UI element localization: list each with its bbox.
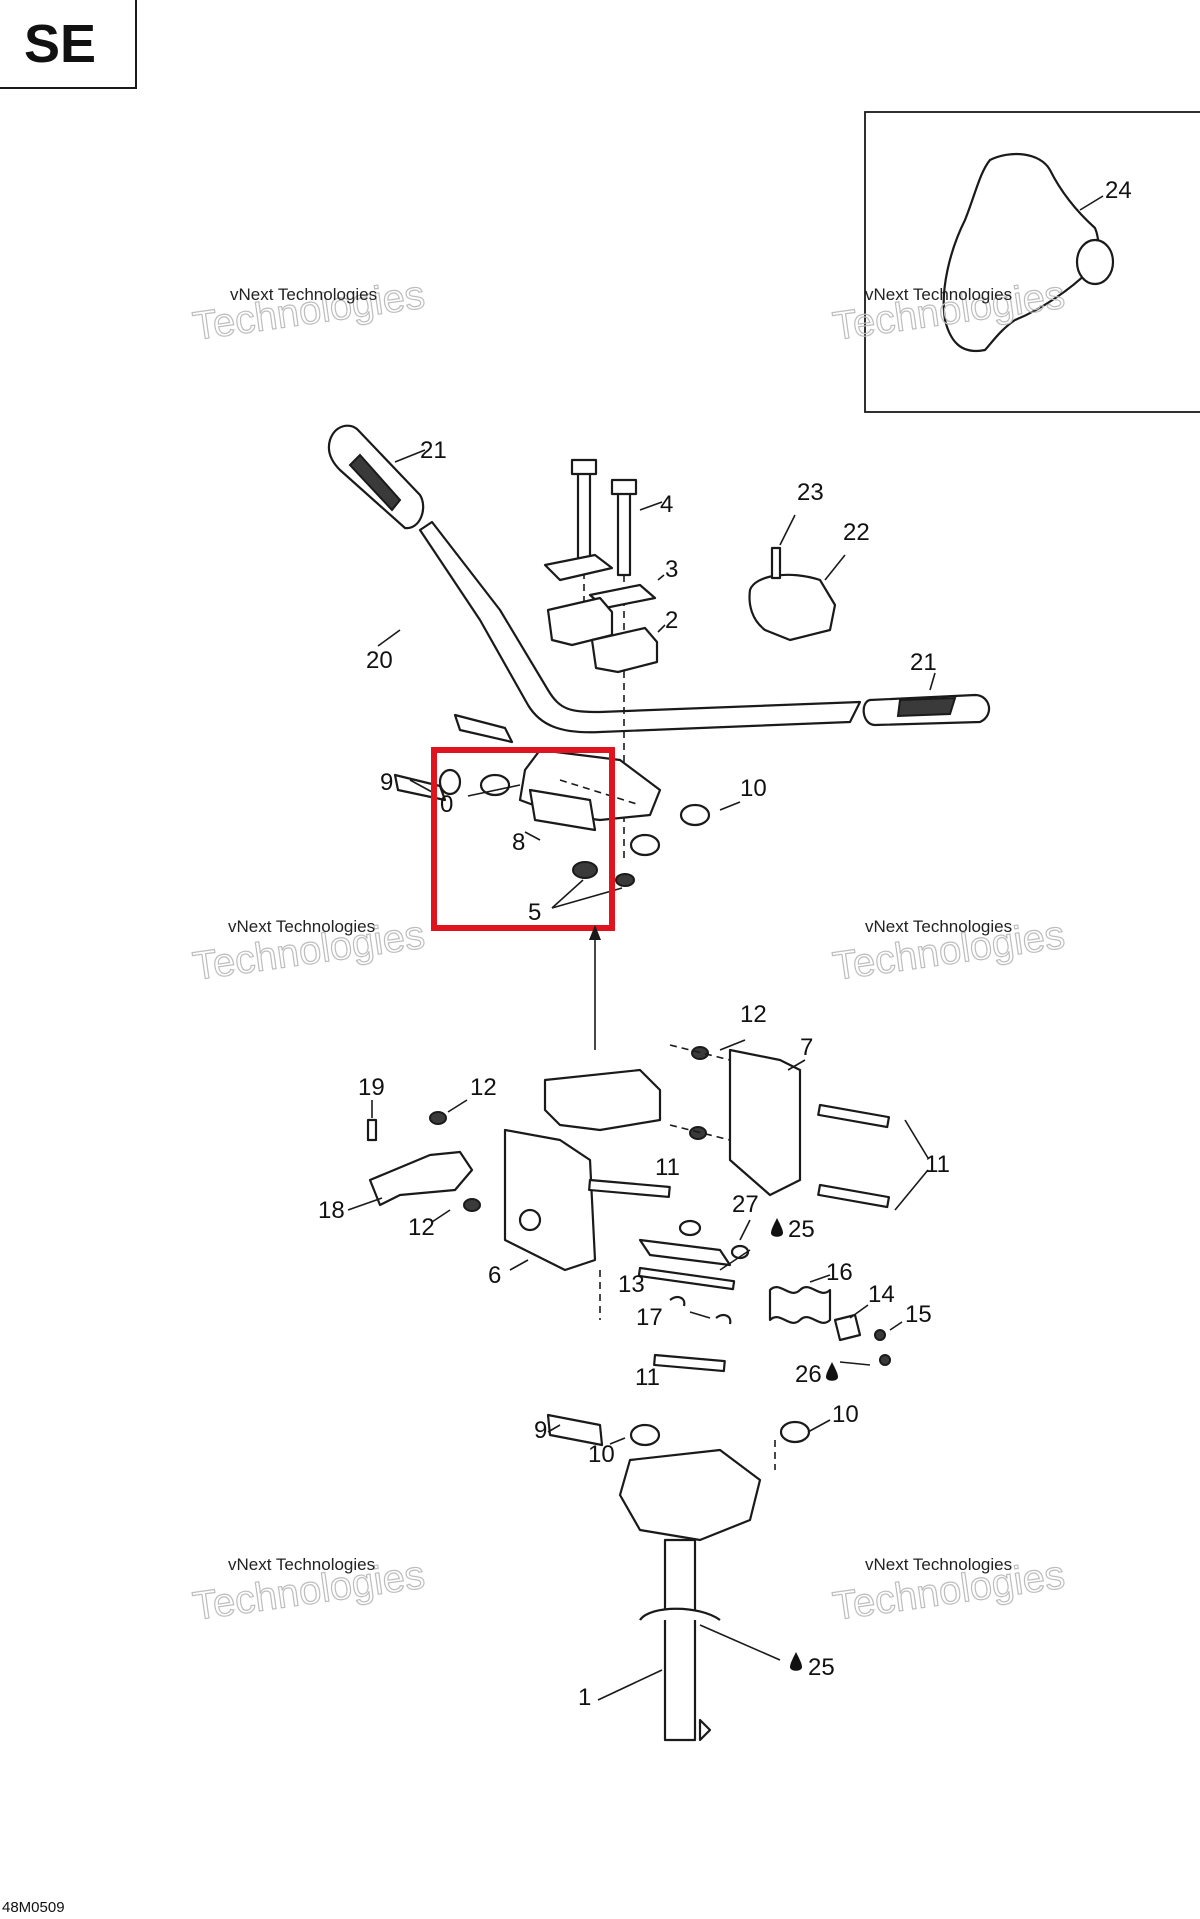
callout-11-low: 11 — [635, 1364, 660, 1391]
callout-19: 19 — [358, 1074, 385, 1101]
svg-text:vNext Technologies: vNext Technologies — [865, 285, 1012, 304]
callout-27: 27 — [732, 1191, 759, 1218]
oil-drop-icon — [790, 1652, 802, 1671]
handlebar-tube — [418, 520, 862, 734]
callout-6: 6 — [488, 1262, 501, 1289]
callout-11: 11 — [655, 1154, 680, 1181]
callout-14: 14 — [868, 1281, 895, 1308]
callout-25: 25 — [788, 1216, 815, 1243]
lubricant-markers — [771, 1218, 838, 1671]
svg-text:vNext Technologies: vNext Technologies — [228, 917, 375, 936]
handguard-part — [942, 153, 1100, 353]
callout-9: 9 — [380, 769, 393, 796]
callout-21: 21 — [420, 437, 447, 464]
callout-2: 2 — [665, 607, 678, 634]
callout-1: 1 — [578, 1684, 591, 1711]
upper-clamp-set — [543, 458, 666, 860]
lower-clamp-outline — [543, 1068, 662, 1132]
callout-12-low: 12 — [408, 1214, 435, 1241]
callout-17: 17 — [636, 1304, 663, 1331]
callout-11-right: 11 — [925, 1151, 950, 1178]
callout-18: 18 — [318, 1197, 345, 1224]
callout-15: 15 — [905, 1301, 932, 1328]
model-code: SE — [24, 14, 96, 74]
callout-13: 13 — [618, 1271, 645, 1298]
svg-text:vNext Technologies: vNext Technologies — [228, 1555, 375, 1574]
callout-10-low-left: 10 — [588, 1441, 615, 1468]
bracket-7-assembly — [669, 1039, 929, 1211]
handlebar-assembly — [327, 424, 991, 734]
callout-26: 26 — [795, 1361, 822, 1388]
callout-12-mid: 12 — [470, 1074, 497, 1101]
svg-text:vNext Technologies: vNext Technologies — [230, 285, 377, 304]
callout-10-low-right: 10 — [832, 1401, 859, 1428]
callout-labels: 24 21 4 23 22 3 2 20 21 9 0 10 8 5 12 7 … — [318, 177, 1132, 1711]
shaft-assembly — [637, 1219, 903, 1366]
callout-3: 3 — [665, 556, 678, 583]
steering-column-assembly — [546, 1413, 831, 1742]
callout-23: 23 — [797, 479, 824, 506]
callout-7: 7 — [800, 1034, 813, 1061]
inset-box-handguard — [864, 111, 1200, 413]
svg-text:vNext Technologies: vNext Technologies — [865, 917, 1012, 936]
figure-code: 48M0509 — [2, 1899, 65, 1916]
callout-10: 10 — [740, 775, 767, 802]
callout-25-low: 25 — [808, 1654, 835, 1681]
watermark-group: Technologies vNext Technologies Technolo… — [190, 272, 1069, 1629]
svg-text:vNext Technologies: vNext Technologies — [865, 1555, 1012, 1574]
callout-21-right: 21 — [910, 649, 937, 676]
riser-assembly — [393, 713, 741, 909]
callout-24: 24 — [1105, 177, 1132, 204]
callout-20: 20 — [366, 647, 393, 674]
bracket-6-assembly — [347, 1099, 726, 1373]
callout-4: 4 — [660, 491, 673, 518]
model-code-box: SE — [0, 0, 137, 89]
highlight-box — [431, 747, 615, 931]
cover-assembly — [748, 514, 846, 642]
callout-16: 16 — [826, 1259, 853, 1286]
callout-8: 8 — [512, 829, 525, 856]
oil-drop-icon — [826, 1362, 838, 1381]
callout-22: 22 — [843, 519, 870, 546]
callout-12: 12 — [740, 1001, 767, 1028]
oil-drop-icon — [771, 1218, 783, 1237]
callout-10-partial: 0 — [440, 791, 453, 818]
callout-9-low: 9 — [534, 1417, 547, 1444]
assembly-arrow — [589, 925, 601, 1050]
callout-5: 5 — [528, 899, 541, 926]
